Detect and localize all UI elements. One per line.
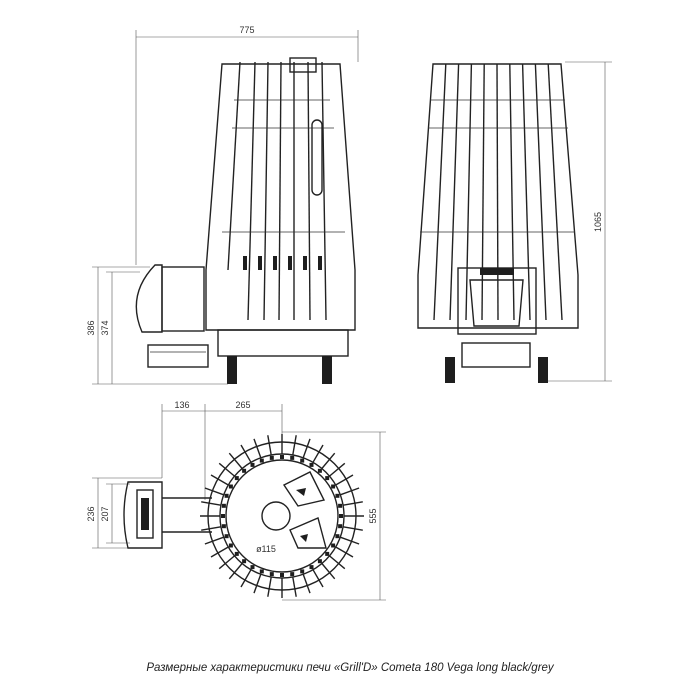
top-rib	[267, 435, 272, 456]
dim-height-total: 1065	[593, 212, 603, 232]
top-rib	[342, 501, 363, 506]
top-rib	[292, 576, 297, 597]
top-rib-ring	[200, 434, 364, 598]
top-rib-slot	[335, 493, 340, 498]
top-rib	[240, 569, 252, 588]
top-rib-slot	[325, 476, 330, 481]
rear-slat	[481, 63, 485, 321]
top-rib-slot	[290, 455, 295, 460]
rear-slat	[521, 63, 531, 321]
dim-top-radius: 265	[235, 400, 250, 410]
top-rib	[253, 438, 262, 458]
top-rib-slot	[300, 458, 305, 463]
dim-depth-total: 555	[368, 508, 378, 523]
top-rib-slot	[221, 503, 226, 508]
dim-height-firebox-inner: 374	[100, 320, 110, 335]
dim-door-inner: 207	[100, 506, 110, 521]
top-rib	[329, 555, 346, 570]
rear-slat	[465, 63, 473, 321]
top-rib	[329, 462, 346, 477]
top-rib-slot	[280, 573, 284, 577]
top-rib-slot	[234, 551, 239, 556]
top-rib	[240, 444, 252, 463]
side-view: 775	[86, 25, 359, 385]
rear-slat-cage	[433, 63, 563, 321]
top-rib	[201, 501, 222, 506]
top-rib-slot	[259, 458, 264, 463]
top-rib-slot	[224, 534, 229, 539]
top-rib-slot	[338, 503, 343, 508]
top-rib	[204, 487, 224, 496]
top-rib-slot	[338, 524, 343, 529]
top-rib-slot	[228, 484, 233, 489]
rear-slat	[547, 63, 563, 321]
top-rib-slot	[250, 565, 255, 570]
rear-view: 1065	[417, 61, 612, 383]
top-rib	[340, 536, 360, 545]
top-rib-slot	[309, 565, 314, 570]
top-view: 136 265 236 207 555 ø115	[86, 400, 386, 601]
top-rib	[218, 462, 235, 477]
top-rib-slot	[224, 493, 229, 498]
top-rib-slot	[290, 572, 295, 577]
top-rib-slot	[250, 462, 255, 467]
top-rib	[218, 555, 235, 570]
side-slat-cage	[205, 61, 356, 331]
top-rib	[342, 526, 363, 531]
top-rib-slot	[234, 476, 239, 481]
top-rib	[321, 563, 336, 580]
top-rib-slot	[331, 484, 336, 489]
top-rib	[210, 474, 229, 486]
top-rib-slot	[335, 534, 340, 539]
top-rib-slot	[317, 559, 322, 564]
top-rib-slot	[269, 455, 274, 460]
top-rib	[201, 526, 222, 531]
rear-slat	[433, 63, 447, 321]
top-rib	[228, 452, 243, 469]
dim-height-firebox: 386	[86, 320, 96, 335]
top-rib-slot	[269, 572, 274, 577]
top-rib-slot	[259, 569, 264, 574]
top-rib-slot	[300, 569, 305, 574]
top-rib	[321, 452, 336, 469]
top-rib	[340, 487, 360, 496]
top-rib	[335, 474, 354, 486]
top-rib-slot	[309, 462, 314, 467]
rear-slat	[449, 63, 460, 321]
dim-flue-diameter: ø115	[256, 544, 276, 554]
top-rib-slot	[221, 524, 226, 529]
top-rib	[302, 438, 311, 458]
dim-width-total: 775	[239, 25, 254, 35]
top-rib-slot	[221, 514, 225, 518]
top-rib	[210, 546, 229, 558]
rear-slat	[496, 63, 499, 321]
top-rib-slot	[242, 559, 247, 564]
top-rib	[204, 536, 224, 545]
dim-top-offset: 136	[174, 400, 189, 410]
drawing-caption: Размерные характеристики печи «Grill'D» …	[146, 662, 554, 674]
top-rib-slot	[242, 468, 247, 473]
top-rib-slot	[317, 468, 322, 473]
top-rib-slot	[228, 543, 233, 548]
top-rib	[312, 569, 324, 588]
top-rib	[253, 574, 262, 594]
top-rib-slot	[339, 514, 343, 518]
rear-slat	[509, 63, 515, 321]
top-rib-slot	[280, 455, 284, 459]
top-rib	[292, 435, 297, 456]
top-rib	[267, 576, 272, 597]
top-rib-slot	[325, 551, 330, 556]
top-rib-slot	[331, 543, 336, 548]
top-rib	[228, 563, 243, 580]
dim-door-outer: 236	[86, 506, 96, 521]
top-rib	[302, 574, 311, 594]
top-rib	[312, 444, 324, 463]
top-rib	[335, 546, 354, 558]
rear-slat	[534, 63, 547, 321]
